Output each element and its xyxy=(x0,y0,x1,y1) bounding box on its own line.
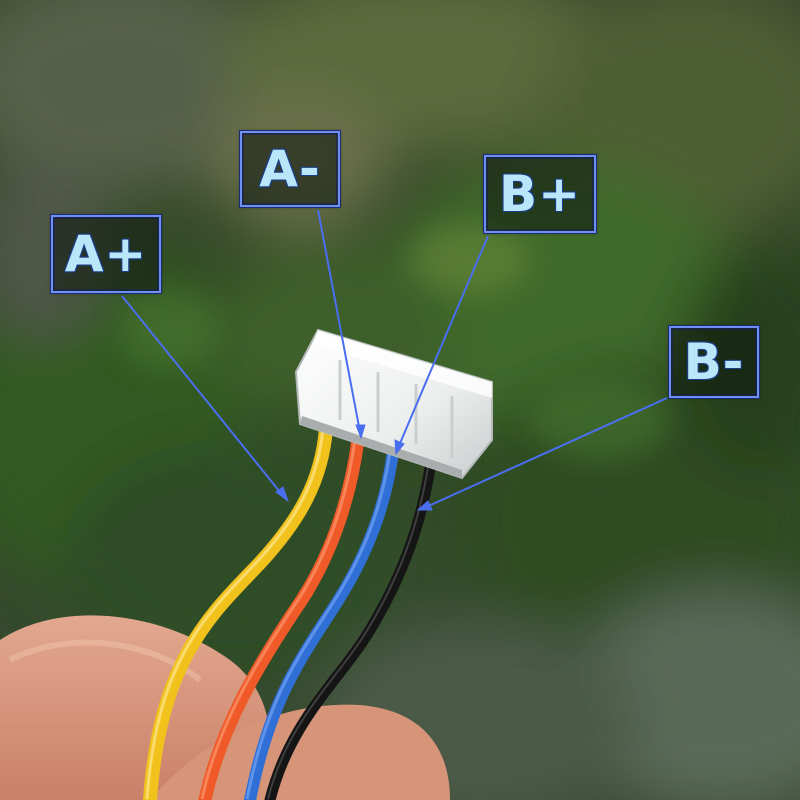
leader-b-minus xyxy=(423,397,668,509)
wire-blue xyxy=(244,446,399,800)
label-a-minus: A- xyxy=(239,130,341,208)
leader-b-plus xyxy=(397,235,489,449)
wire-black xyxy=(264,462,436,800)
label-a-plus: A+ xyxy=(50,214,162,294)
leader-lines xyxy=(121,209,668,511)
wire-bundle xyxy=(143,421,436,800)
wire-yellow xyxy=(143,421,333,800)
connector xyxy=(294,328,493,480)
leader-a-plus xyxy=(121,295,285,498)
label-b-plus: B+ xyxy=(483,154,597,234)
wire-orange xyxy=(198,433,365,800)
leader-a-minus xyxy=(317,209,361,433)
label-b-minus: B- xyxy=(668,325,760,399)
